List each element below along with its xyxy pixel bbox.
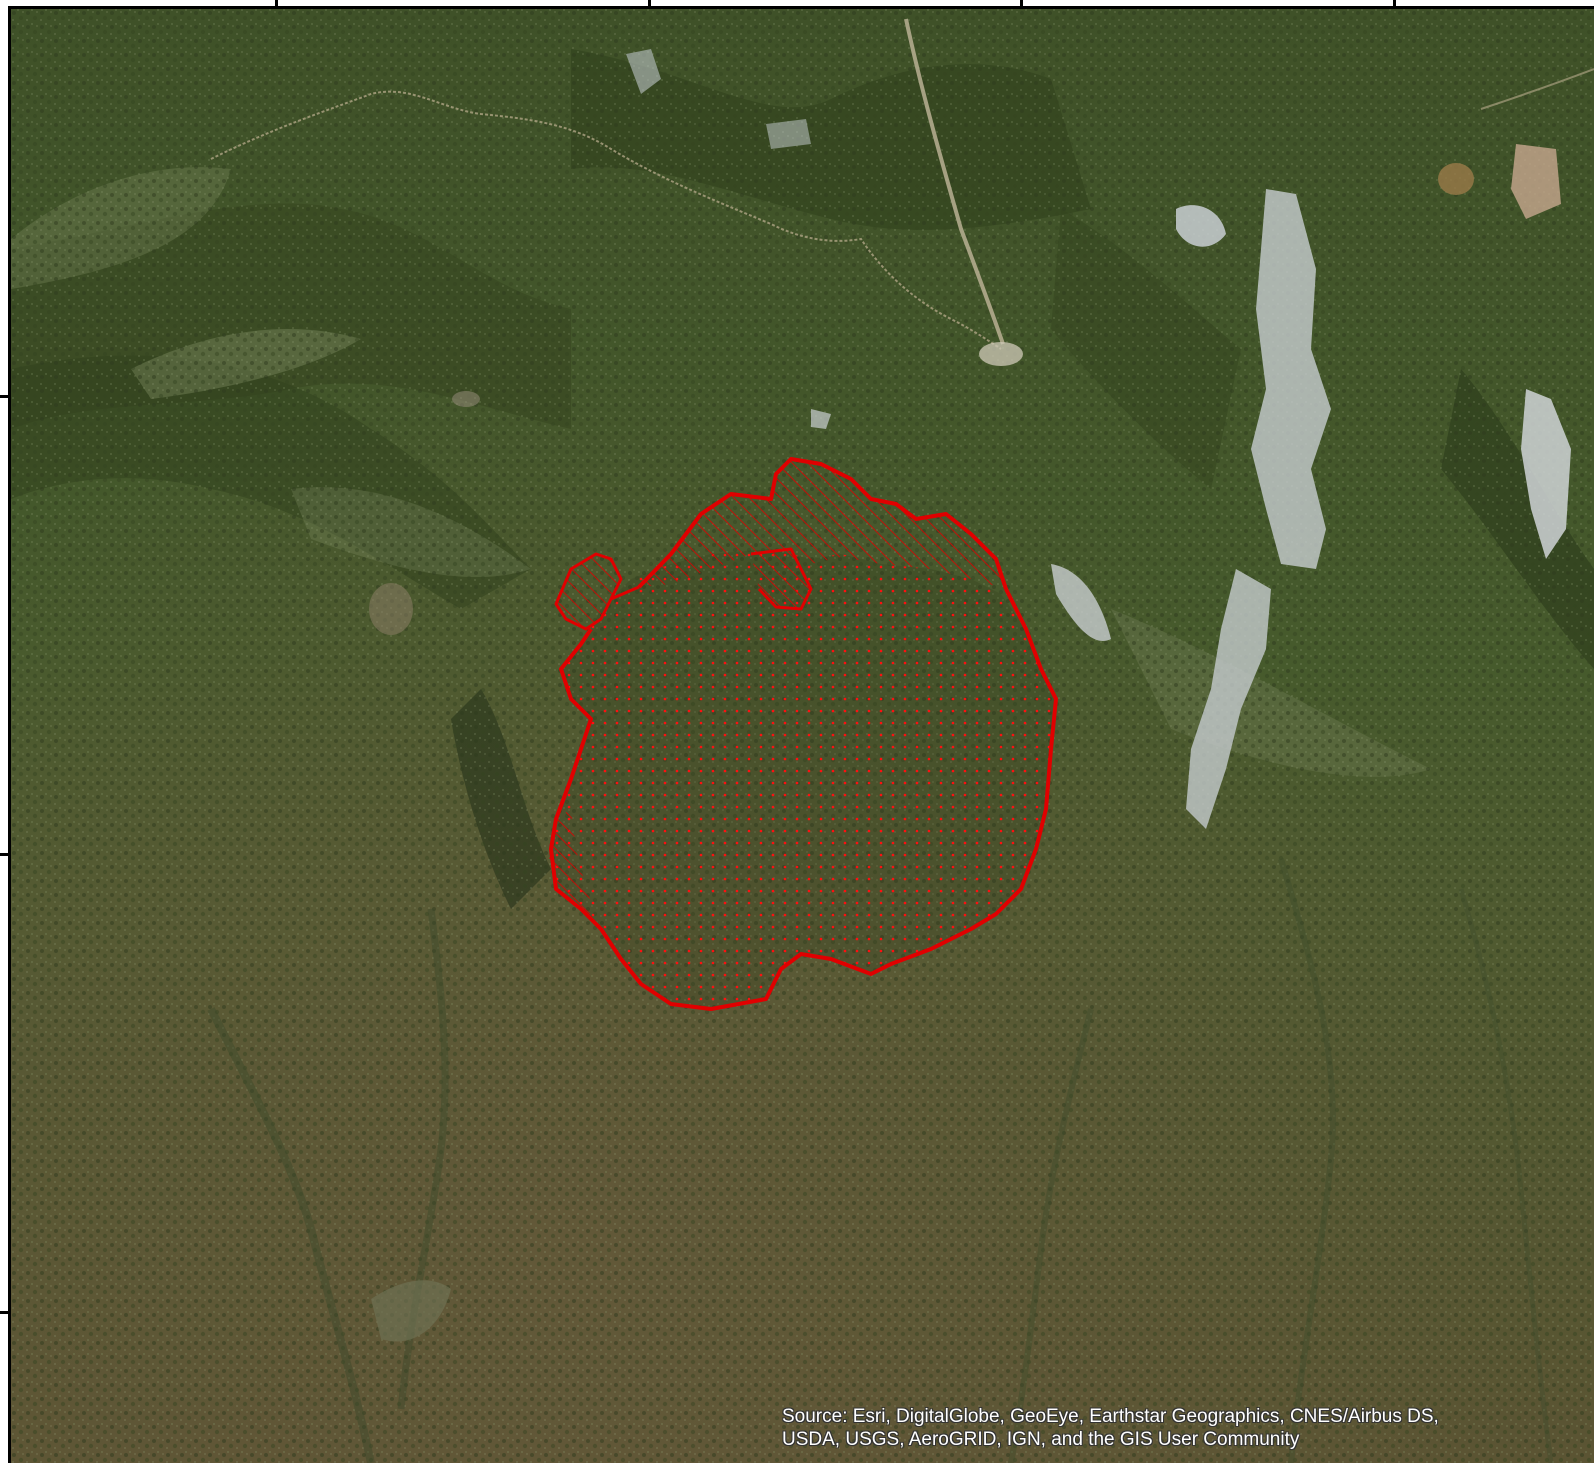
left-tick-3 xyxy=(0,1311,9,1314)
rock-outcrop-3 xyxy=(1186,569,1271,829)
dotted-area-fill xyxy=(551,549,1056,1009)
hatched-area-north xyxy=(639,459,1006,589)
drainage-4 xyxy=(1278,858,1336,1463)
rock-outcrop-8 xyxy=(811,409,831,429)
map-frame[interactable]: Source: Esri, DigitalGlobe, GeoEye, Eart… xyxy=(8,6,1594,1463)
attribution-line-1: Source: Esri, DigitalGlobe, GeoEye, Eart… xyxy=(782,1406,1439,1427)
map-attribution: Source: Esri, DigitalGlobe, GeoEye, Eart… xyxy=(782,1405,1522,1451)
hatched-area-notch xyxy=(751,549,811,609)
bare-patch-3 xyxy=(369,583,413,635)
top-tick-3 xyxy=(1020,0,1023,8)
clearing xyxy=(979,342,1023,366)
boundary-outline xyxy=(549,588,1058,1011)
hatched-connector xyxy=(610,585,640,601)
rock-outcrop-1 xyxy=(1176,205,1226,247)
rock-outcrop-5 xyxy=(1051,564,1111,641)
hatched-area-southwest xyxy=(549,809,596,914)
left-tick-1 xyxy=(0,395,9,398)
trail-2 xyxy=(1480,68,1594,110)
bare-patch-4 xyxy=(452,391,480,407)
top-tick-4 xyxy=(1393,0,1396,8)
drainage-3 xyxy=(1008,1008,1094,1463)
rock-outcrop-7 xyxy=(766,119,811,149)
road-1 xyxy=(904,18,1005,345)
hatched-area-north-outline xyxy=(637,457,1008,590)
hatched-area-notch-outline xyxy=(750,547,813,611)
satellite-map[interactable] xyxy=(11,9,1594,1463)
attribution-line-2: USDA, USGS, AeroGRID, IGN, and the GIS U… xyxy=(782,1429,1300,1450)
rock-outcrop-4 xyxy=(1521,389,1571,559)
drainage-1 xyxy=(207,1007,375,1463)
drainage-5 xyxy=(1458,888,1554,1463)
top-tick-1 xyxy=(275,0,278,8)
bare-patch-2 xyxy=(1511,144,1561,219)
meadow-patch xyxy=(371,1280,451,1342)
left-tick-2 xyxy=(0,853,9,856)
rock-outcrop-6 xyxy=(626,49,661,94)
hatched-area-west-outline xyxy=(554,552,623,631)
rock-outcrop-2 xyxy=(1251,189,1331,569)
bare-patch-1 xyxy=(1438,163,1474,195)
trail-1 xyxy=(210,90,1002,350)
top-tick-2 xyxy=(648,0,651,8)
